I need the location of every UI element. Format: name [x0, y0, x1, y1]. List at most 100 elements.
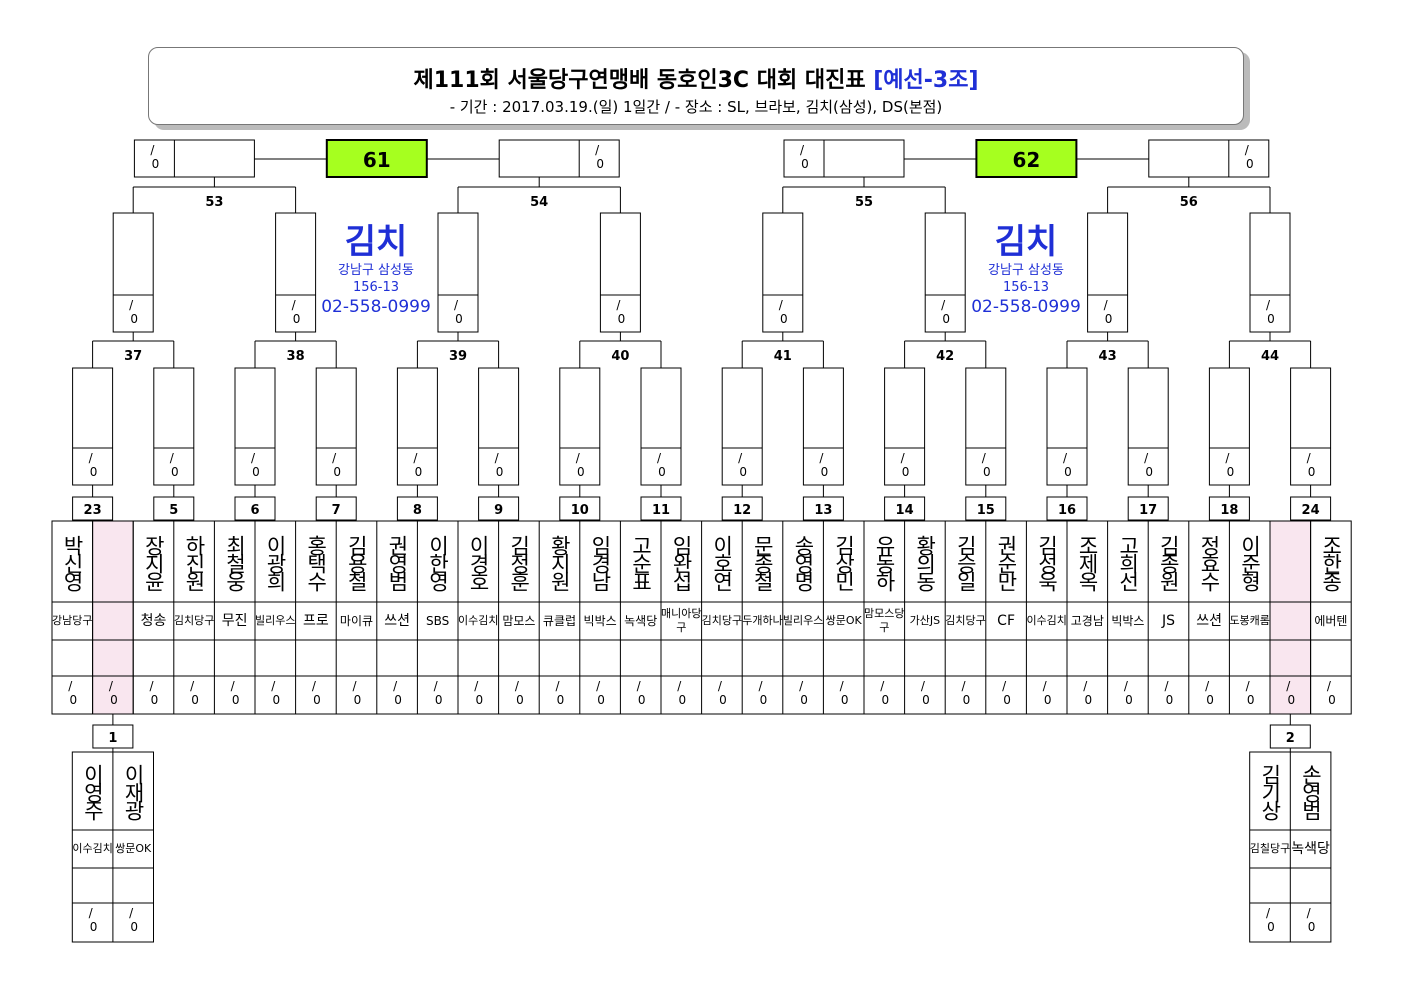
player-name-cell: 장지윤	[142, 535, 166, 589]
player-club-cell: 도봉캐롬	[1229, 614, 1269, 627]
semifinal-score-slash: /	[800, 143, 805, 157]
match-number: 42	[936, 349, 954, 364]
winner-score-zero: 0	[333, 465, 341, 479]
match-number: 14	[896, 503, 914, 518]
player-name-cell: 홍택수	[304, 535, 328, 589]
player-score-slash: /	[393, 679, 398, 693]
winner-score-zero: 0	[983, 465, 991, 479]
player-club: 맘모스당구	[864, 607, 905, 634]
player-score-zero: 0	[1044, 693, 1052, 707]
player-name-cell: 정효수	[1197, 535, 1221, 589]
player-score-slash: /	[271, 679, 276, 693]
match-number: 41	[774, 349, 792, 364]
match-number: 15	[977, 503, 995, 518]
winner-score-slash: /	[89, 451, 94, 465]
player-score-slash: /	[637, 679, 642, 693]
player-club-cell: 무진	[222, 614, 248, 628]
player-club-cell: 쌍문OK	[826, 614, 862, 627]
player-score-zero: 0	[232, 693, 240, 707]
semifinal-score-zero: 0	[596, 157, 604, 171]
group-tag: [예선-3조]	[873, 68, 979, 93]
player-score-slash: /	[352, 679, 357, 693]
player-club: 쌍문OK	[115, 842, 152, 855]
winner-score-slash: /	[1266, 298, 1271, 312]
match-number: 18	[1220, 503, 1238, 518]
player-score-zero: 0	[841, 693, 849, 707]
player-score-zero: 0	[881, 693, 889, 707]
match-number: 54	[530, 195, 548, 210]
player-name: 임경남	[588, 534, 613, 589]
player-club-cell: JS	[1162, 614, 1175, 628]
player-score-zero: 0	[557, 693, 565, 707]
winner-box	[234, 367, 276, 486]
player-name: 하진원	[182, 534, 207, 589]
player-name-cell: 이경호	[467, 535, 491, 589]
player-name-cell: 황의동	[913, 535, 937, 589]
final-box	[325, 139, 428, 178]
player-club: 매니아당구	[661, 607, 702, 634]
semifinal-score-zero: 0	[152, 157, 160, 171]
player-score-zero: 0	[638, 693, 646, 707]
player-club: 이수김치	[458, 614, 499, 627]
winner-score-slash: /	[982, 451, 987, 465]
player-club-cell: 빌리우스	[255, 614, 295, 627]
player-club-cell: 녹색당	[624, 614, 657, 628]
player-club-cell	[93, 602, 134, 640]
player-name	[93, 521, 134, 602]
match-number: 40	[611, 349, 629, 364]
player-name: 임완섭	[669, 534, 694, 589]
player-score-zero: 0	[678, 693, 686, 707]
winner-score-zero: 0	[658, 465, 666, 479]
player-name-cell: 이준형	[1238, 535, 1262, 589]
player-name-cell: 조제옥	[1076, 535, 1100, 589]
player-name: 유동하	[872, 534, 897, 589]
player-score-zero: 0	[313, 693, 321, 707]
player-score-slash: /	[190, 679, 195, 693]
player-club: 강남당구	[52, 614, 93, 627]
player-name-cell: 권영범	[385, 534, 410, 589]
sponsor-name: 김치	[344, 222, 408, 262]
player-club: 녹색당	[1291, 841, 1330, 857]
player-name: 권영범	[385, 534, 410, 589]
player-club: 쓰션	[384, 613, 410, 629]
player-name-cell: 김용철	[345, 535, 369, 589]
winner-score-slash: /	[1144, 451, 1149, 465]
player-name-cell: 임경남	[588, 534, 613, 589]
winner-score-slash: /	[616, 298, 621, 312]
player-club-cell: 이수김치	[1026, 614, 1066, 627]
match-number: 9	[494, 503, 503, 518]
player-score-zero: 0	[1328, 693, 1336, 707]
match-number: 37	[124, 349, 142, 364]
player-club: 김칠당구	[1249, 842, 1291, 855]
winner-score-zero: 0	[130, 312, 138, 326]
semifinal-box	[133, 139, 255, 178]
player-name: 김상민	[831, 534, 856, 589]
match-number: 13	[814, 503, 832, 518]
player-score-slash: /	[434, 679, 439, 693]
player-score-zero: 0	[800, 693, 808, 707]
winner-score-zero: 0	[415, 465, 423, 479]
winner-score-zero: 0	[1267, 312, 1275, 326]
player-name-cell	[93, 521, 134, 602]
player-club-cell: 맘모스당구	[864, 607, 905, 634]
player-score-zero: 0	[272, 693, 280, 707]
player-score-zero: 0	[1166, 693, 1174, 707]
player-club: 청송	[140, 613, 167, 629]
sponsor-ad-right: 김치 강남구 삼성동 156-13 02-558-0999	[956, 222, 1096, 318]
winner-score-slash: /	[738, 451, 743, 465]
player-name: 권순만	[994, 534, 1019, 589]
player-score-zero: 0	[1084, 693, 1092, 707]
player-name: 황지원	[547, 534, 572, 589]
winner-score-zero: 0	[1308, 465, 1316, 479]
match-number: 16	[1058, 503, 1076, 518]
player-score-slash: /	[596, 679, 601, 693]
player-club: 이수김치	[72, 842, 113, 855]
player-score-zero: 0	[719, 693, 727, 707]
player-name: 김종원	[1156, 534, 1181, 589]
winner-score-zero: 0	[1064, 465, 1072, 479]
player-name-cell: 유동하	[872, 534, 897, 589]
player-score-zero: 0	[151, 693, 159, 707]
player-name-cell: 이호연	[710, 535, 734, 589]
player-club	[93, 602, 134, 640]
semifinal-box	[1148, 139, 1270, 178]
